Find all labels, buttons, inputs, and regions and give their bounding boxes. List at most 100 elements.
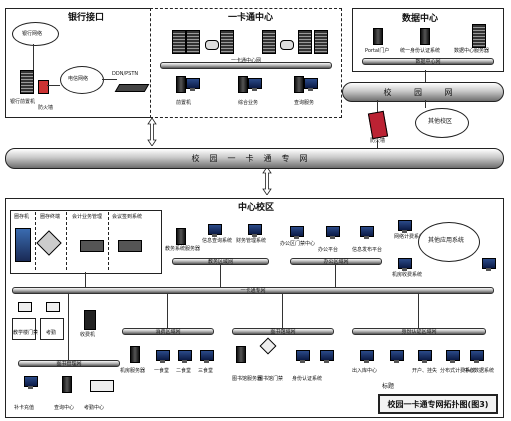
server-1-icon (176, 228, 186, 245)
server-1-label: 教务系统服务器 (165, 246, 201, 252)
consumption-bus-link (167, 293, 168, 328)
left-box-label-2: 圈存终端 (40, 214, 61, 220)
firewall-label: 防火墙 (38, 105, 54, 111)
card-center-title: 一卡通中心 (228, 13, 274, 23)
card-center-device-3-label: 查询服务 (294, 100, 315, 106)
card-center-bus-label: 一卡通中心网 (230, 58, 262, 64)
bank-to-card-arrow (147, 118, 157, 146)
consumption-device-4-label: 三食堂 (198, 368, 214, 374)
server-2-label: 信息查询系统 (202, 238, 233, 244)
data-center-device-2-label: 统一身份认证系统 (400, 48, 441, 54)
library-mgmt-bus: 图书管理网 (18, 360, 120, 367)
inner-card-net-bus: 一卡通专网 (12, 287, 494, 294)
server-7-icon (398, 220, 412, 233)
data-center-device-1-label: Portal门户 (365, 48, 390, 54)
telecom-ddn-link (102, 79, 117, 80)
left-box-divider-1 (35, 212, 36, 270)
card-center-device-2-monitor (248, 78, 262, 91)
card-center-device-3-icon (294, 76, 304, 93)
data-center-bus-label: 数据中心网 (415, 59, 441, 65)
library-device-3-label: 身份认证系统 (292, 376, 323, 382)
card-center-disk-1 (205, 40, 219, 50)
lib-mgmt-device-3-icon (90, 380, 114, 392)
left-device-2-icon (46, 302, 60, 312)
other-campus-link (425, 100, 426, 108)
left-box-label-4: 会议签到系统 (112, 214, 143, 220)
library-device-4-icon (320, 350, 334, 363)
left-bottom-label-2: 考勤 (46, 330, 57, 336)
server-8-icon (398, 258, 412, 271)
bank-network-cloud (12, 22, 59, 46)
library-bus-link (282, 293, 283, 328)
data-center-device-3-icon (472, 24, 486, 48)
card-center-rack-6 (314, 30, 328, 54)
identity-device-4-label: 分布式计费系统 (440, 368, 476, 374)
identity-device-2-icon (390, 350, 404, 363)
identity-zone-bus: 身份认证区域网 (352, 328, 486, 335)
library-zone-bus-label: 图书馆域网 (270, 329, 296, 335)
left-box-divider-3 (108, 212, 109, 270)
central-campus-title: 中心校区 (238, 203, 275, 213)
left-device-box-2 (40, 318, 64, 340)
bank-preprocessor-label: 银行前置机 (10, 99, 36, 105)
office-bus-link (335, 264, 336, 287)
data-center-device-1-icon (373, 28, 383, 45)
card-center-disk-2 (280, 40, 294, 50)
server-4-icon (290, 226, 304, 239)
card-center-rack-4 (262, 30, 276, 54)
data-center-bus: 数据中心网 (362, 58, 494, 65)
ddn-label: DDN/PSTN (112, 71, 139, 77)
library-device-1-icon (236, 346, 246, 363)
data-center-link (425, 70, 426, 82)
campus-net-backbone: 校 园 网 (342, 82, 504, 102)
card-center-rack-5 (298, 30, 312, 54)
identity-device-1-label: 出入库中心 (352, 368, 378, 374)
campus-firewall-icon (367, 110, 389, 140)
terminal-kiosk-icon (15, 228, 31, 262)
left-device-3-icon (84, 310, 96, 330)
server-3-label: 财务管理系统 (236, 238, 267, 244)
card-center-device-2-label: 综合业务 (238, 100, 259, 106)
firewall-to-cardnet-link (377, 140, 378, 148)
office-zone-bus-label: 办公区域网 (323, 259, 349, 265)
identity-device-5-label: 中心数据系统 (464, 368, 495, 374)
left-bottom-label-1: 教学楼门禁 (13, 330, 39, 336)
campus-net-label: 校 园 网 (383, 87, 463, 97)
consumption-device-4-icon (200, 350, 214, 363)
bank-telecom-link (47, 85, 60, 86)
bank-interface-title: 银行接口 (68, 13, 105, 23)
bank-link (33, 44, 34, 70)
server-5-label: 办公平台 (318, 247, 339, 253)
bank-preprocessor-icon (20, 70, 34, 94)
lib-mgmt-device-2-icon (62, 376, 72, 393)
card-center-device-1-monitor (186, 78, 200, 91)
telecom-network-cloud (60, 66, 104, 94)
consumption-device-2-icon (156, 350, 170, 363)
other-campus-label: 其他校区 (428, 118, 453, 125)
left-box-divider-2 (66, 212, 67, 270)
campus-card-net-label: 校园一卡通专网 (191, 154, 318, 163)
server-4-label: 办公区门禁中心 (280, 241, 316, 247)
other-apps-label: 其他应用系统 (428, 237, 465, 244)
identity-device-3-label: 开户、挂失 (412, 368, 438, 374)
identity-device-5-icon (470, 350, 484, 363)
consumption-device-2-label: 一食堂 (154, 368, 170, 374)
left-bottom-label-3: 收费机 (80, 332, 96, 338)
consumption-device-3-label: 二食堂 (176, 368, 192, 374)
consumption-device-1-label: 机房服务器 (120, 368, 146, 374)
consumption-zone-bus: 消费区域网 (122, 328, 214, 335)
card-center-device-1-label: 前置机 (176, 100, 192, 106)
left-box-link (85, 272, 86, 287)
caption-badge: 校园一卡通专网拓扑图(图3) (378, 394, 498, 414)
academic-zone-bus-label: 教务区域网 (207, 259, 234, 265)
server-5-icon (326, 226, 340, 239)
card-center-device-3-monitor (304, 78, 318, 91)
library-device-3-icon (296, 350, 310, 363)
office-zone-bus: 办公区域网 (290, 258, 382, 265)
left-device-box-1 (12, 318, 36, 340)
card-center-rack-3 (220, 30, 234, 54)
accounting-device-icon (80, 240, 104, 252)
left-box-label-1: 圈存机 (14, 214, 30, 220)
card-net-to-central-arrow (262, 167, 272, 195)
consumption-device-1-icon (130, 346, 140, 363)
